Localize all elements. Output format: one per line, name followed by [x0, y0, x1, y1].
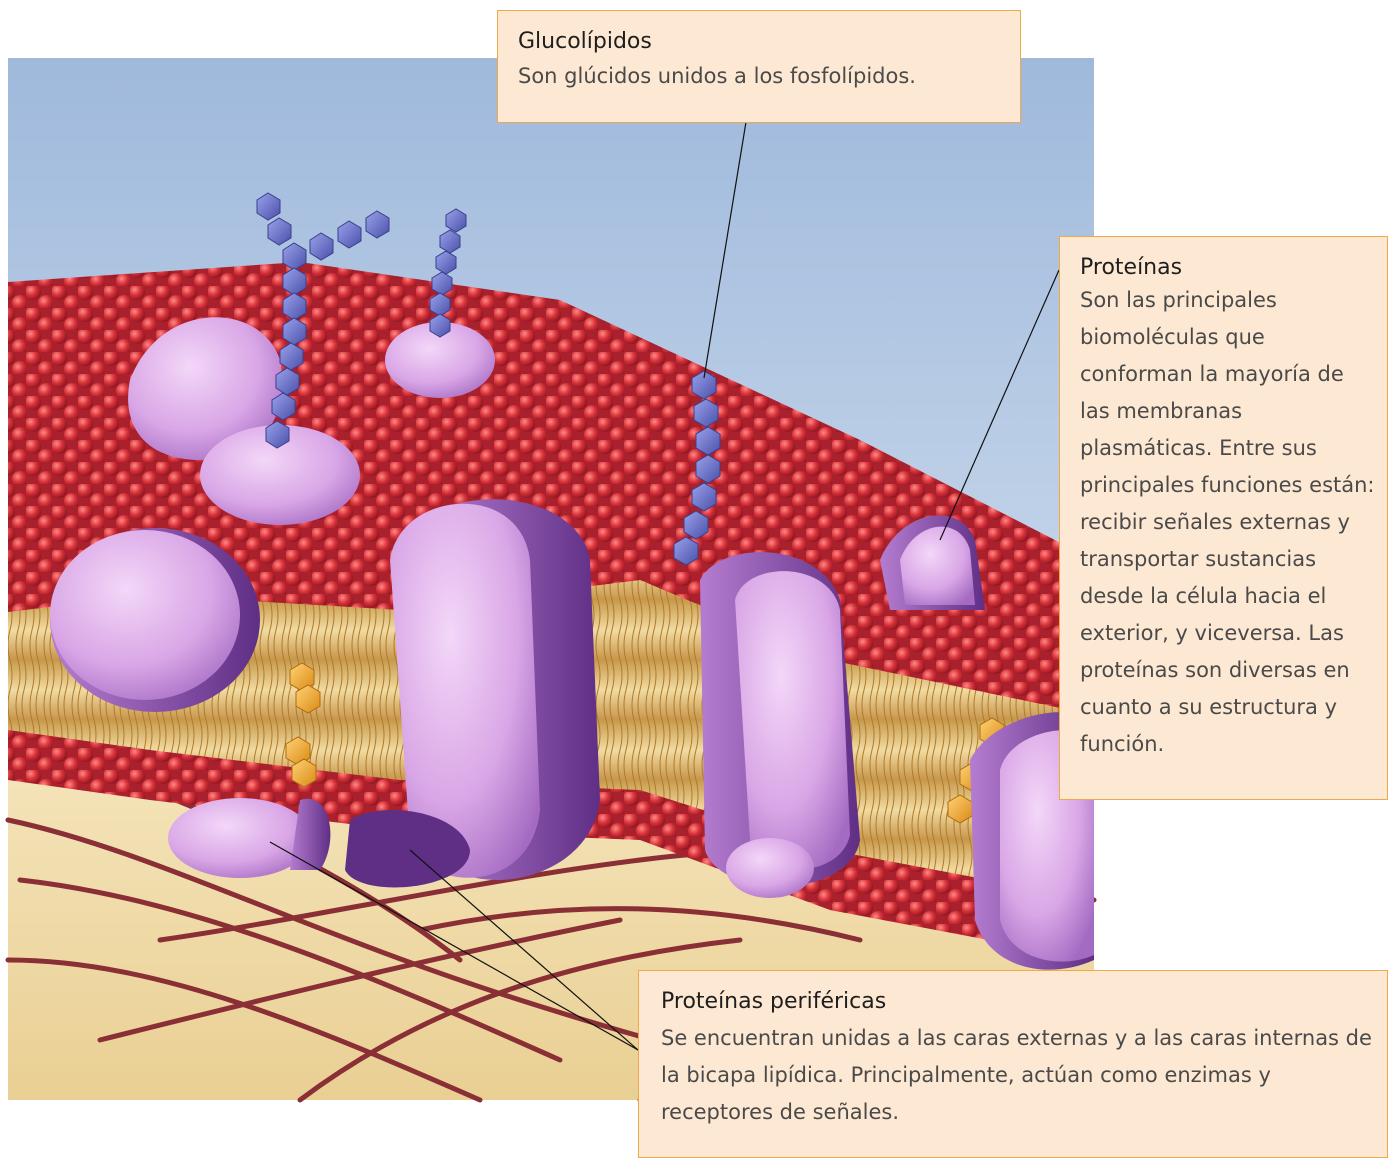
proteinas-label-box: Proteínas Son las principales biomolécul… [1059, 236, 1388, 800]
integral-protein-right [700, 552, 860, 898]
glucolipidos-label-box: Glucolípidos Son glúcidos unidos a los f… [497, 10, 1021, 123]
glucolipidos-title: Glucolípidos [518, 29, 1000, 54]
proteinas-description: Son las principales biomoléculas que con… [1080, 282, 1377, 763]
integral-protein-left [50, 528, 260, 712]
proteinas-perifericas-description: Se encuentran unidas a las caras externa… [661, 1020, 1377, 1131]
proteinas-perifericas-title: Proteínas periféricas [661, 989, 1377, 1014]
glucolipidos-description: Son glúcidos unidos a los fosfolípidos. [518, 58, 1000, 95]
proteinas-perifericas-label-box: Proteínas periféricas Se encuentran unid… [638, 970, 1388, 1158]
proteinas-title: Proteínas [1080, 255, 1377, 280]
